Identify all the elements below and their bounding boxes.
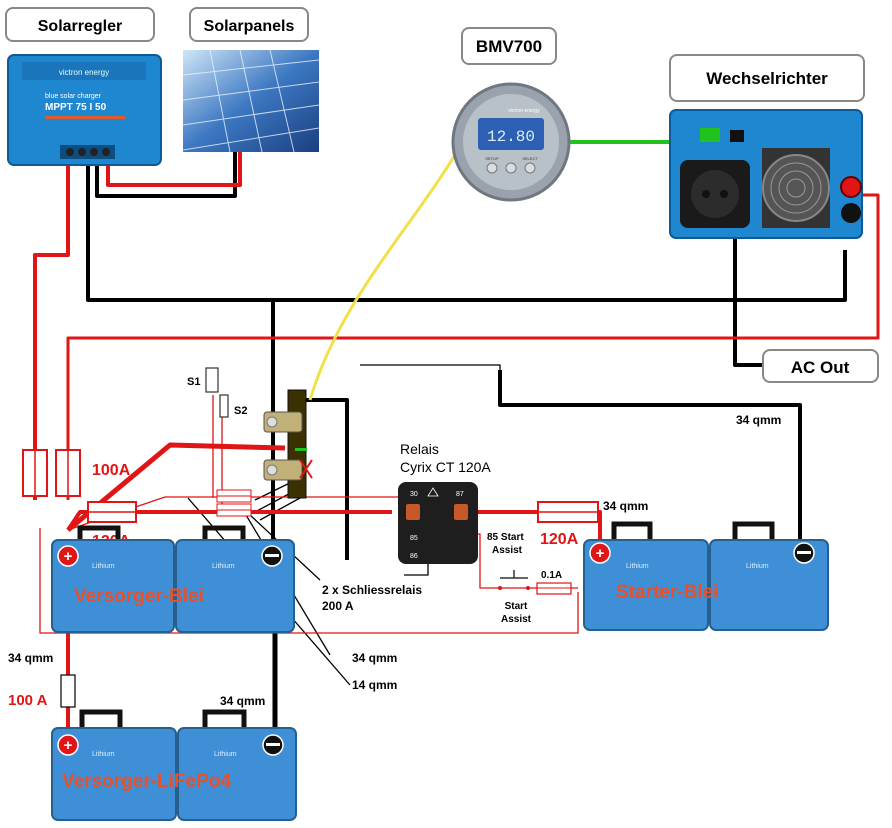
wire-loop [39, 528, 579, 634]
wire-controller-neg-down [86, 160, 847, 302]
wechselrichter-label: Wechselrichter [706, 69, 828, 88]
cable-14qmm: 14 qmm [352, 678, 397, 692]
relay-85-start: 85 Start [487, 532, 524, 543]
solarpanels-label: Solarpanels [204, 18, 295, 35]
switch-s1[interactable]: S1 [187, 367, 219, 393]
cell-label: Lithium [626, 563, 649, 570]
versorger-lifepo4-label: Versorger-LiFePo4 [62, 771, 231, 792]
start-assist-label-2: Assist [501, 614, 532, 625]
fuse-120a-right-label: 120A [540, 531, 579, 548]
solar-charge-controller: victron energy blue solar charger MPPT 7… [7, 54, 162, 166]
busbar [263, 389, 313, 499]
s1-label: S1 [187, 376, 200, 388]
bmv-select: SELECT [522, 156, 538, 161]
solarregler-label: Solarregler [38, 18, 122, 35]
svg-text:+: + [64, 548, 73, 565]
ac-out-label: AC Out [791, 358, 850, 377]
switch-s2[interactable]: S2 [219, 394, 247, 418]
battery-starter-blei: Lithium Lithium + Starter-Blei [583, 521, 829, 631]
wire-inverter-pos [66, 193, 880, 500]
battery-versorger-blei: Lithium Lithium + Versorger-Blei [51, 525, 295, 633]
relay-subtitle: Cyrix CT 120A [400, 459, 491, 475]
controller-type: blue solar charger [45, 93, 102, 100]
cable-left-bottom: 34 qmm [8, 651, 53, 665]
cell-label: Lithium [746, 563, 769, 570]
fuse-01a-label: 0.1A [541, 570, 562, 581]
start-assist-switch[interactable]: Start Assist [498, 570, 532, 625]
relay-title: Relais [400, 441, 439, 457]
cable-34qmm: 34 qmm [352, 651, 397, 665]
wire-ac-out [733, 235, 765, 367]
controller-model: MPPT 75 I 50 [45, 102, 107, 113]
wire-relay-right [465, 510, 602, 550]
cell-label: Lithium [92, 563, 115, 570]
schliess-label-1: 2 x Schliessrelais [322, 583, 422, 597]
relay-pin-87: 87 [456, 491, 464, 498]
wire-bmv-yellow [308, 149, 460, 401]
wire-panels-pos [106, 140, 242, 187]
fuse-01a: 0.1A [536, 570, 572, 595]
fuse-120a-right: 120A [537, 501, 599, 548]
label-box-bmv: BMV700 [461, 27, 557, 65]
label-box-ac-out: AC Out [762, 349, 879, 383]
relay-85-assist: Assist [492, 545, 523, 556]
cable-neg-bottom: 34 qmm [220, 694, 265, 708]
relay-cyrix: Relais Cyrix CT 120A 30 87 85 86 85 Star… [398, 441, 524, 564]
schliess-label-2: 200 A [322, 599, 354, 613]
s2-label: S2 [234, 405, 247, 417]
starter-blei-label: Starter-Blei [616, 582, 718, 603]
fuse-100a-bottom: 100 A [8, 674, 76, 709]
label-box-solarregler: Solarregler [5, 7, 155, 42]
bmv700-monitor: 12.80 victron energy SETUP SELECT [451, 82, 571, 202]
svg-text:+: + [596, 545, 605, 562]
cable-labels: 34 qmm 34 qmm 2 x Schliessrelais 200 A 3… [8, 413, 781, 708]
versorger-blei-label: Versorger-Blei [74, 586, 204, 607]
solar-panel-image [182, 49, 320, 153]
fuse-100a-label: 100A [92, 462, 131, 479]
controller-brand: victron energy [59, 68, 109, 77]
wire-controller-pos [33, 160, 70, 500]
label-box-wechselrichter: Wechselrichter [669, 54, 865, 102]
bmv-setup: SETUP [485, 156, 499, 161]
fuse-100a-top-pair: 100A [22, 449, 131, 497]
wire-fuse120-left [66, 510, 392, 532]
cable-relay-right: 34 qmm [603, 499, 648, 513]
svg-text:+: + [64, 737, 73, 754]
relay-pin-86: 86 [410, 553, 418, 560]
cell-label: Lithium [92, 751, 115, 758]
wire-panels-neg [95, 140, 237, 198]
bmv-brand: victron energy [508, 108, 540, 114]
battery-versorger-lifepo4: Lithium Lithium + Versorger-LiFePo4 [51, 709, 297, 821]
relay-pin-85: 85 [410, 535, 418, 542]
bmv-label: BMV700 [476, 37, 542, 56]
fuse-100a-bottom-label: 100 A [8, 692, 48, 709]
cable-top-right: 34 qmm [736, 413, 781, 427]
cell-label: Lithium [214, 751, 237, 758]
cell-label: Lithium [212, 563, 235, 570]
bmv-display: 12.80 [487, 128, 535, 146]
start-assist-label-1: Start [505, 601, 528, 612]
wire-relay-neg [295, 398, 349, 560]
relay-pin-30: 30 [410, 491, 418, 498]
inverter [669, 109, 863, 239]
schliessrelais-boxes [216, 489, 252, 517]
red-wires [33, 140, 880, 745]
label-box-solarpanels: Solarpanels [189, 7, 309, 42]
